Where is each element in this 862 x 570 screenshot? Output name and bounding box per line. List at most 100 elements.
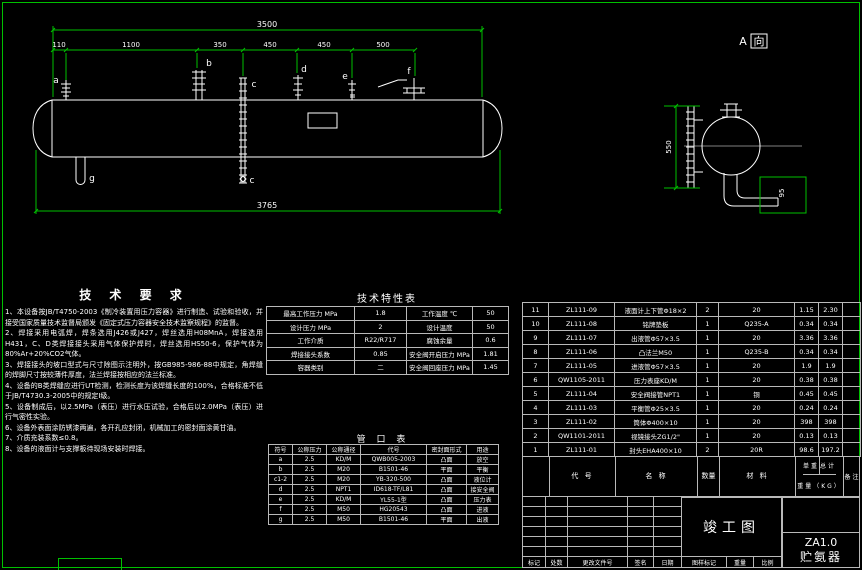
drawing-number-blank xyxy=(783,498,859,533)
dim-seg-500: 500 xyxy=(376,41,389,49)
table-row: b 2.5 M20 B1501-46 平面 平衡 xyxy=(268,464,499,475)
cell: B1501-46 xyxy=(360,514,427,525)
label-drawing-mark: 图样标记 xyxy=(691,560,716,567)
cell: 0.34 xyxy=(818,316,843,331)
rev-label-date: 日期 xyxy=(653,557,681,568)
cell: 5 xyxy=(522,386,549,401)
table-row: 设计压力 MPa 2 设计温度 50 xyxy=(266,319,509,334)
header-cell: 用途 xyxy=(466,444,499,455)
drawing-title: 贮氨器 xyxy=(799,550,842,564)
nozzle-table-title: 管 口 表 xyxy=(356,435,410,445)
cell xyxy=(842,414,861,429)
cell: 安全阀开启压力 MPa xyxy=(406,346,473,361)
cell xyxy=(842,330,861,345)
cell: 液面计上下管Φ18×2 xyxy=(614,302,697,317)
cell: 凸法兰M50 xyxy=(614,344,697,359)
cell: 铭牌垫板 xyxy=(614,316,697,331)
cell: 0.45 xyxy=(794,386,819,401)
cell: 2.5 xyxy=(292,474,327,485)
cell: R22/R717 xyxy=(354,333,407,348)
cell: 1 xyxy=(696,316,719,331)
cell: f xyxy=(268,504,293,515)
req-item: 1、本设备按JB/T4750-2003《制冷装置用压力容器》进行制造、试验和验收… xyxy=(5,308,263,327)
cell: 出液 xyxy=(466,514,499,525)
cell: 1.15 xyxy=(794,302,819,317)
cell: 20 xyxy=(718,414,795,429)
technical-requirements: 技 术 要 求 1、本设备按JB/T4750-2003《制冷装置用压力容器》进行… xyxy=(5,286,263,454)
table-row: 11 ZL111-09 液面计上下管Φ18×2 2 20 1.15 2.30 xyxy=(522,302,861,317)
cell: ZL111-07 xyxy=(548,330,615,345)
cell: 1.9 xyxy=(794,358,819,373)
table-row: g 2.5 M50 B1501-46 平面 出液 xyxy=(268,514,499,525)
cell: ZL111-09 xyxy=(548,302,615,317)
a-view: A 向 xyxy=(664,33,807,214)
dim-seg-1100: 1100 xyxy=(122,41,140,49)
cell: KD/M xyxy=(326,454,361,465)
req-item: 3、焊接接头的坡口型式与尺寸除图示注明外，按GB985-986-88中规定，角焊… xyxy=(5,360,263,380)
cell: 1 xyxy=(696,414,719,429)
cell: 2 xyxy=(696,442,719,457)
nozzles xyxy=(61,70,425,185)
cell: 筒体Φ400×10 xyxy=(614,414,697,429)
table-row: 6 QW1105-2011 压力表座KD/M 1 20 0.38 0.38 xyxy=(522,372,861,387)
grid-line xyxy=(545,497,546,567)
cell: 20 xyxy=(718,330,795,345)
bom-header-material: 材 料 xyxy=(719,456,795,496)
cell: 0.24 xyxy=(818,400,843,415)
dim-seg-110: 110 xyxy=(52,41,65,49)
cell: 1 xyxy=(696,358,719,373)
corner-box xyxy=(58,558,122,570)
technical-requirements-title: 技 术 要 求 xyxy=(79,288,189,302)
label-e: e xyxy=(342,72,348,82)
cell: 98.6 xyxy=(794,442,819,457)
bom-header-note: 备 注 xyxy=(843,456,859,496)
cell: 398 xyxy=(794,414,819,429)
cell: 视镜接头ZG1/2" xyxy=(614,428,697,443)
header-cell: 代号 xyxy=(360,444,427,455)
cell: 2 xyxy=(696,302,719,317)
cell: QWB005-2003 xyxy=(360,454,427,465)
cell: 1 xyxy=(696,344,719,359)
front-view: 3500 110 1100 350 450 450 500 3765 xyxy=(32,20,503,214)
revision-labels: 标记 处数 更改文件号 签名 日期 xyxy=(523,556,681,568)
table-row: 2 QW1101-2011 视镜接头ZG1/2" 1 20 0.13 0.13 xyxy=(522,428,861,443)
dim-seg-350: 350 xyxy=(213,41,226,49)
bom-header-qty: 数量 xyxy=(697,456,719,496)
cell: 出液管Φ57×3.5 xyxy=(614,330,697,345)
cell: 焊接接头系数 xyxy=(266,346,355,361)
revision-table: 标记 处数 更改文件号 签名 日期 xyxy=(522,497,681,568)
cell xyxy=(842,302,861,317)
grid-line xyxy=(627,497,628,567)
cell: 进液管Φ57×3.5 xyxy=(614,358,697,373)
cell: 2.30 xyxy=(818,302,843,317)
cell: 压力表座KD/M xyxy=(614,372,697,387)
cell: 0.24 xyxy=(794,400,819,415)
dim-total-top: 3500 xyxy=(257,20,277,29)
cell: 7 xyxy=(522,358,549,373)
cell: 凸面 xyxy=(426,484,467,495)
table-row: 4 ZL111-03 平衡管Φ25×3.5 1 20 0.24 0.24 xyxy=(522,400,861,415)
cell: 凸面 xyxy=(426,454,467,465)
cell: Q235-B xyxy=(718,344,795,359)
cell: 压力表 xyxy=(466,494,499,505)
dimension-lines xyxy=(33,26,503,214)
vessel-outline xyxy=(32,99,503,158)
table-row: f 2.5 M50 HG20543 凸面 进液 xyxy=(268,504,499,515)
cell: M20 xyxy=(326,474,361,485)
cell: 3 xyxy=(522,414,549,429)
cell: a xyxy=(268,454,293,465)
table-row: 3 ZL111-02 筒体Φ400×10 1 20 398 398 xyxy=(522,414,861,429)
cell xyxy=(842,372,861,387)
cell: 3.36 xyxy=(794,330,819,345)
cell xyxy=(842,358,861,373)
table-row: 5 ZL111-04 安全阀接管NPT1 1 铜 0.45 0.45 xyxy=(522,386,861,401)
bom-header: 代 号 名 称 数量 材 料 单重 总计 重量（KG） 备 注 xyxy=(522,456,860,497)
cell: M50 xyxy=(326,514,361,525)
cell: 8 xyxy=(522,344,549,359)
cell: 工作温度 ℃ xyxy=(406,306,473,321)
cell: e xyxy=(268,494,293,505)
req-item: 2、焊接采用电弧焊，焊条选用J426或J427，焊丝选用H08MnA，焊接选用H… xyxy=(5,329,263,358)
stage-label: 竣工图 xyxy=(703,520,760,536)
